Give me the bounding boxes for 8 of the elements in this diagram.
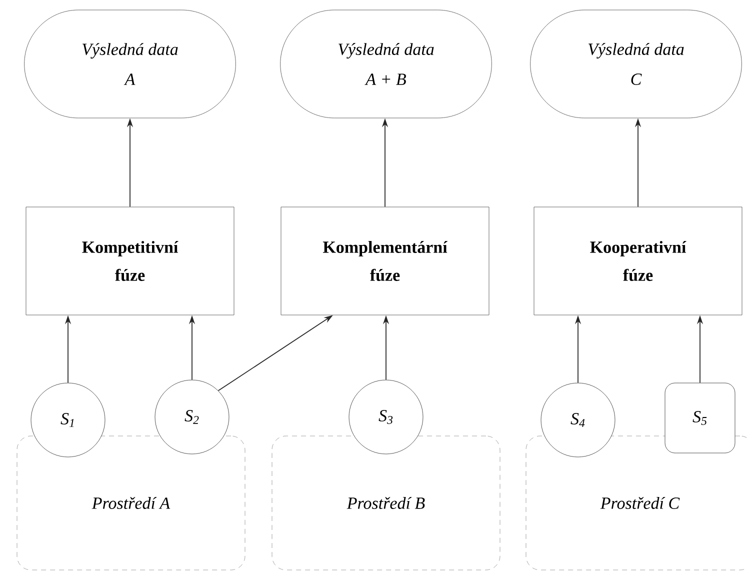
process-box: Kompetitivní fúze xyxy=(26,206,234,316)
process-box: Kooperativní fúze xyxy=(534,206,742,316)
environment-region: Prostředí B xyxy=(272,436,500,570)
result-terminal: Výsledná data C xyxy=(530,10,742,118)
process-box: Komplementární fúze xyxy=(280,206,490,316)
sensor-box: S$_{5}$ xyxy=(664,382,736,454)
result-terminal: Výsledná data A xyxy=(24,10,236,118)
result-terminal: Výsledná data A + B xyxy=(280,10,492,118)
